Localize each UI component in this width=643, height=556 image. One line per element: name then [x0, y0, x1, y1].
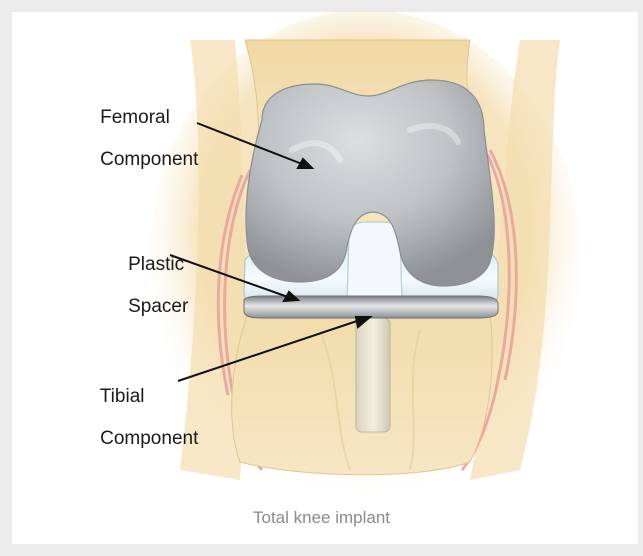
- plastic-label-line2: Spacer: [128, 296, 188, 317]
- plastic-label-line1: Plastic: [128, 254, 184, 275]
- femoral-label-line1: Femoral: [100, 107, 170, 128]
- tibial-stem: [356, 318, 390, 432]
- tibial-label-line1: Tibial: [100, 386, 145, 407]
- tibial-tray: [244, 296, 498, 318]
- figure-caption: Total knee implant: [0, 508, 643, 528]
- spacer-post: [347, 222, 402, 300]
- tibial-label-line2: Component: [100, 428, 198, 449]
- femoral-label-line2: Component: [100, 149, 198, 170]
- tibial-component-label: Tibial Component: [79, 365, 198, 470]
- femoral-component-label: Femoral Component: [79, 86, 198, 191]
- plastic-spacer-label: Plastic Spacer: [107, 233, 188, 338]
